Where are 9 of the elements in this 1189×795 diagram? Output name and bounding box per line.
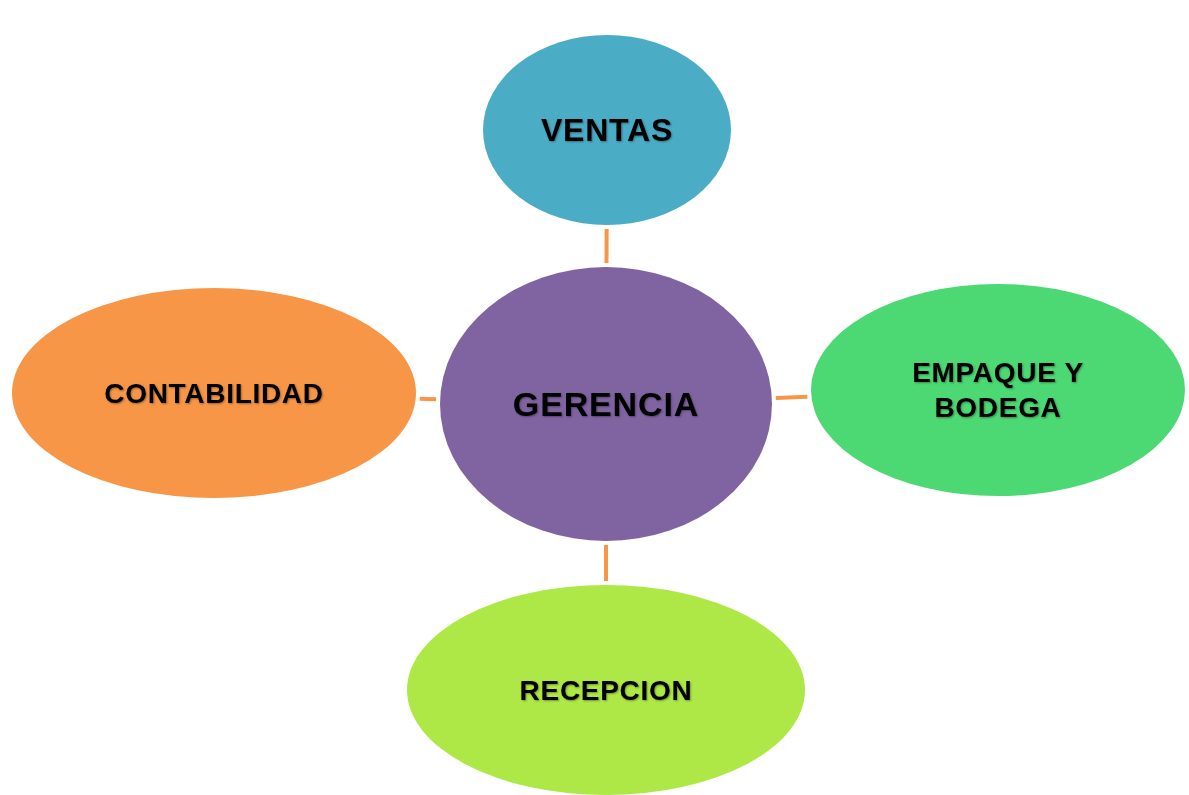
connector-line — [419, 396, 437, 402]
node-label: CONTABILIDAD — [103, 376, 325, 411]
connector-line — [604, 229, 609, 263]
node-label: RECEPCION — [518, 673, 694, 708]
node-label: GERENCIA — [511, 383, 701, 425]
connector-line — [604, 545, 608, 581]
node-label: EMPAQUE Y BODEGA — [911, 356, 1085, 425]
connector-line — [775, 394, 808, 400]
node-label: VENTAS — [539, 111, 675, 150]
